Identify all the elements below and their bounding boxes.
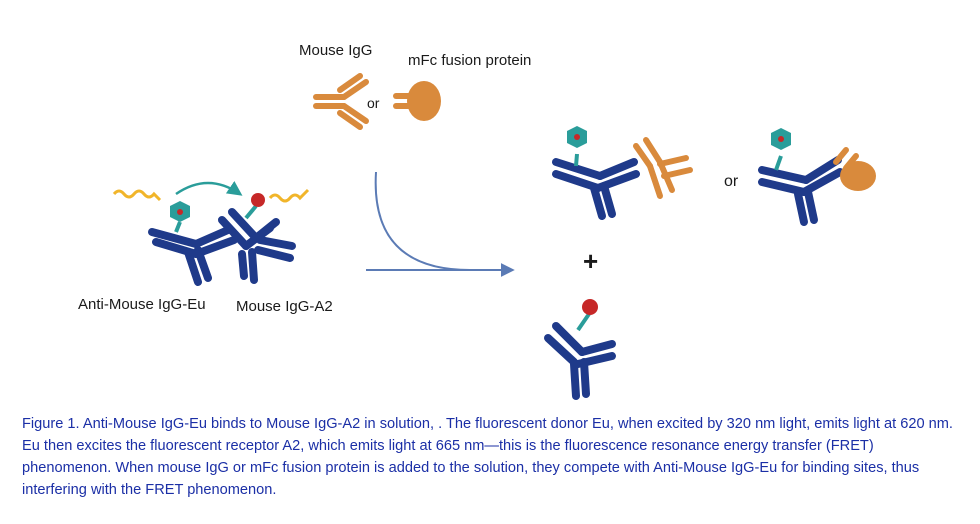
label-anti-mouse-igg-eu: Anti-Mouse IgG-Eu (78, 296, 206, 313)
mouse-igg-icon (313, 73, 369, 130)
fret-diagram (112, 73, 876, 400)
label-mouse-igg-a2: Mouse IgG-A2 (236, 298, 333, 315)
mfc-fusion-protein-icon (393, 81, 441, 121)
mouse-igg-a2-antibody (218, 208, 296, 284)
label-mouse-igg: Mouse IgG (299, 42, 373, 59)
reaction-arrow (374, 171, 515, 277)
label-or-right: or (724, 173, 739, 190)
free-mouse-igg-a2-antibody (544, 322, 616, 400)
plus-sign: + (583, 246, 599, 276)
label-or-top: or (367, 95, 380, 111)
energy-transfer-arrow (175, 181, 243, 196)
anti-mouse-igg-eu-antibody (148, 226, 238, 286)
free-a2-acceptor-icon (582, 299, 598, 315)
product-mfc-fusion-icon (833, 147, 876, 191)
product-eu-antibody-2 (758, 156, 844, 226)
product-eu-antibody (552, 158, 640, 220)
emission-light-wave-icon (268, 188, 310, 203)
product-mouse-igg-icon (633, 137, 693, 199)
excitation-light-wave-icon (112, 189, 162, 202)
a2-acceptor-icon (251, 193, 265, 207)
label-mfc-fusion-protein: mFc fusion protein (408, 52, 532, 69)
figure-caption: Figure 1. Anti-Mouse IgG-Eu binds to Mou… (22, 416, 953, 498)
